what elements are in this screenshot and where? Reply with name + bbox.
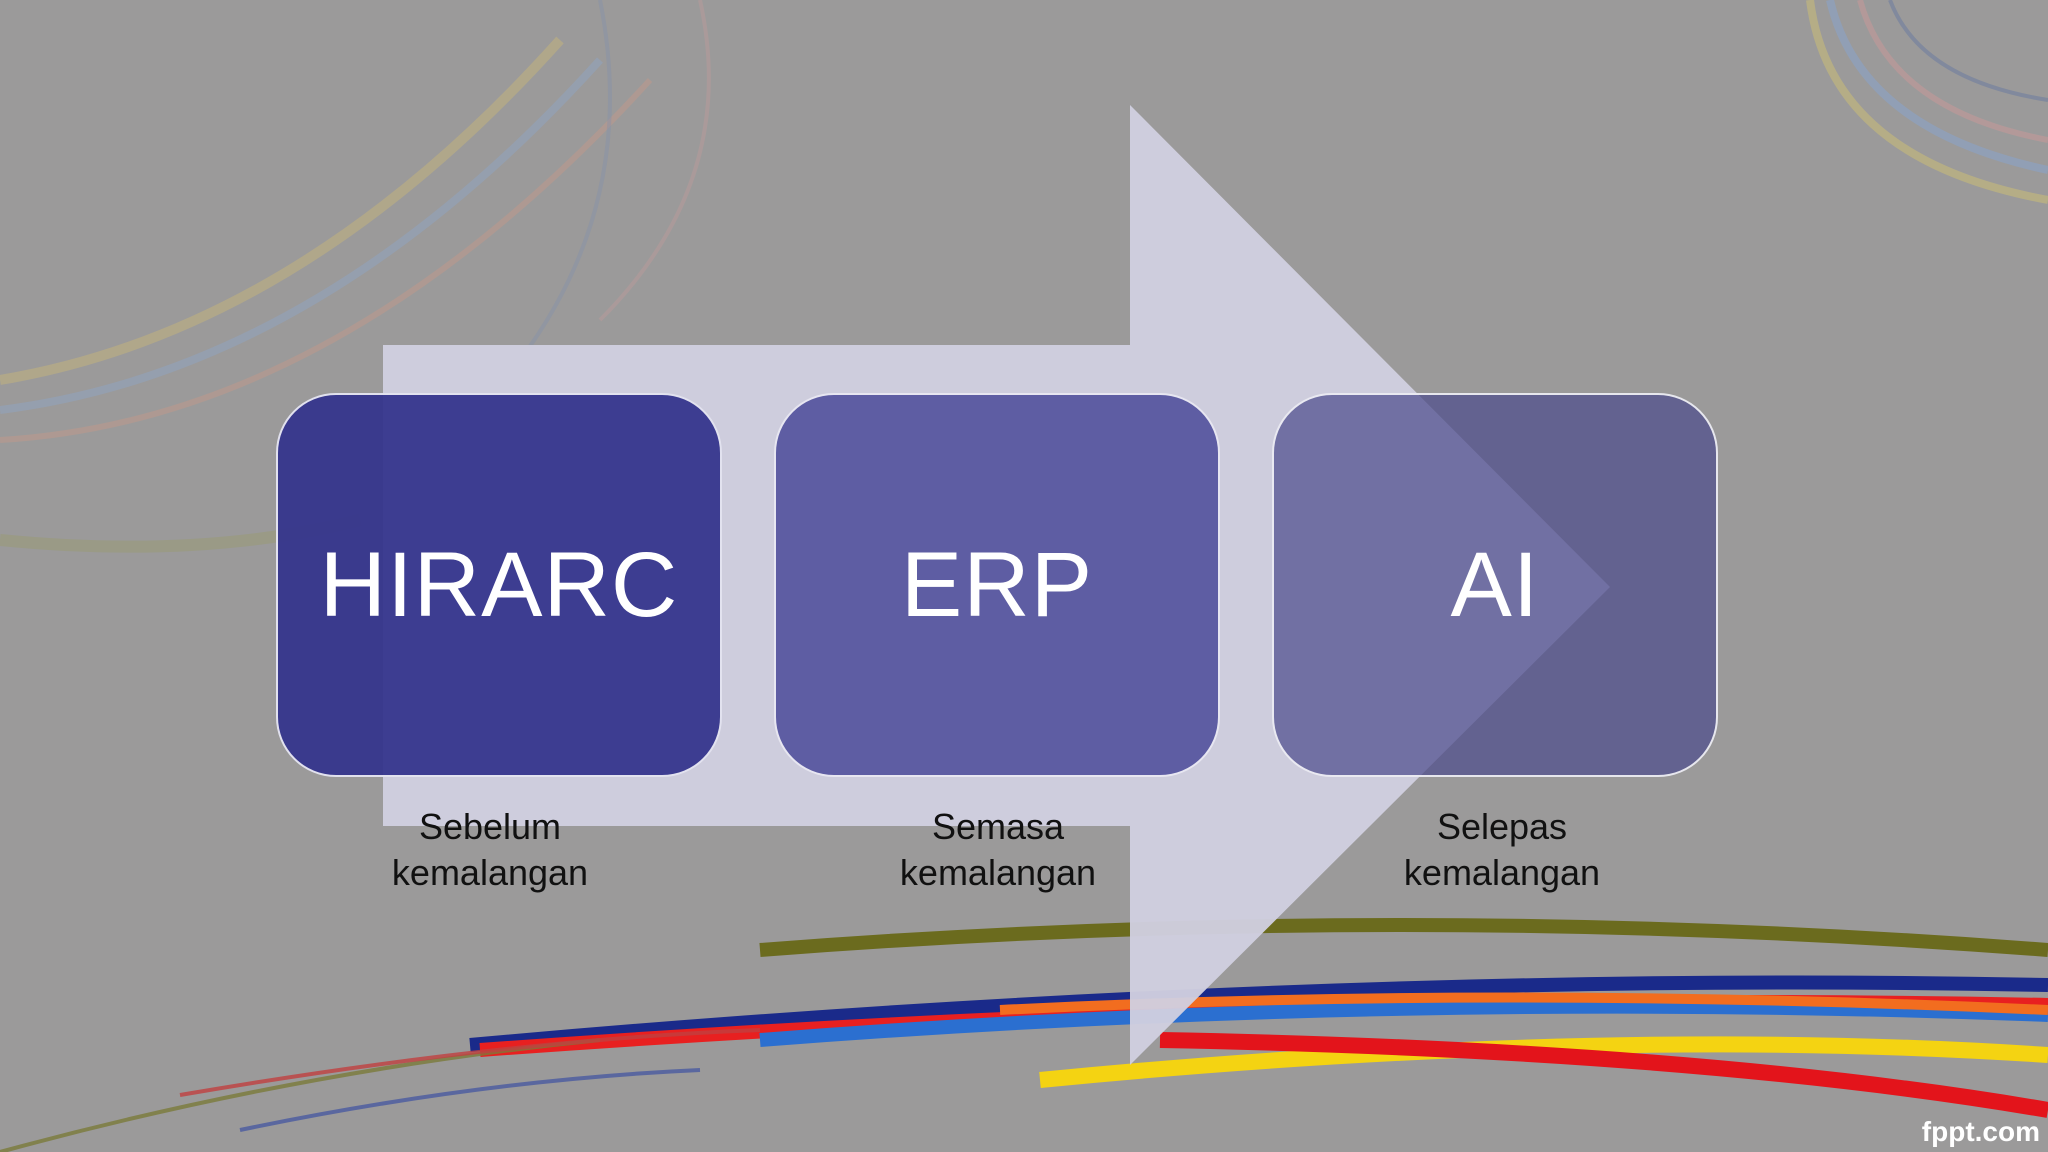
stage-caption-during: Semasa kemalangan — [818, 804, 1178, 896]
caption-line: Semasa — [931, 806, 1065, 847]
stage-label: ERP — [900, 533, 1094, 636]
stage-label: AI — [1450, 533, 1540, 636]
stage-label: HIRARC — [319, 533, 679, 636]
stage-box-ai: AI — [1272, 393, 1718, 777]
caption-line: Sebelum — [418, 806, 562, 847]
caption-line: kemalangan — [899, 852, 1097, 893]
stage-box-hirarc: HIRARC — [276, 393, 722, 777]
stage-caption-before: Sebelum kemalangan — [310, 804, 670, 896]
caption-line: Selepas — [1436, 806, 1568, 847]
stage-caption-after: Selepas kemalangan — [1322, 804, 1682, 896]
caption-line: kemalangan — [1403, 852, 1601, 893]
stage-box-erp: ERP — [774, 393, 1220, 777]
caption-line: kemalangan — [391, 852, 589, 893]
watermark-text: fppt.com — [1921, 1116, 2040, 1147]
